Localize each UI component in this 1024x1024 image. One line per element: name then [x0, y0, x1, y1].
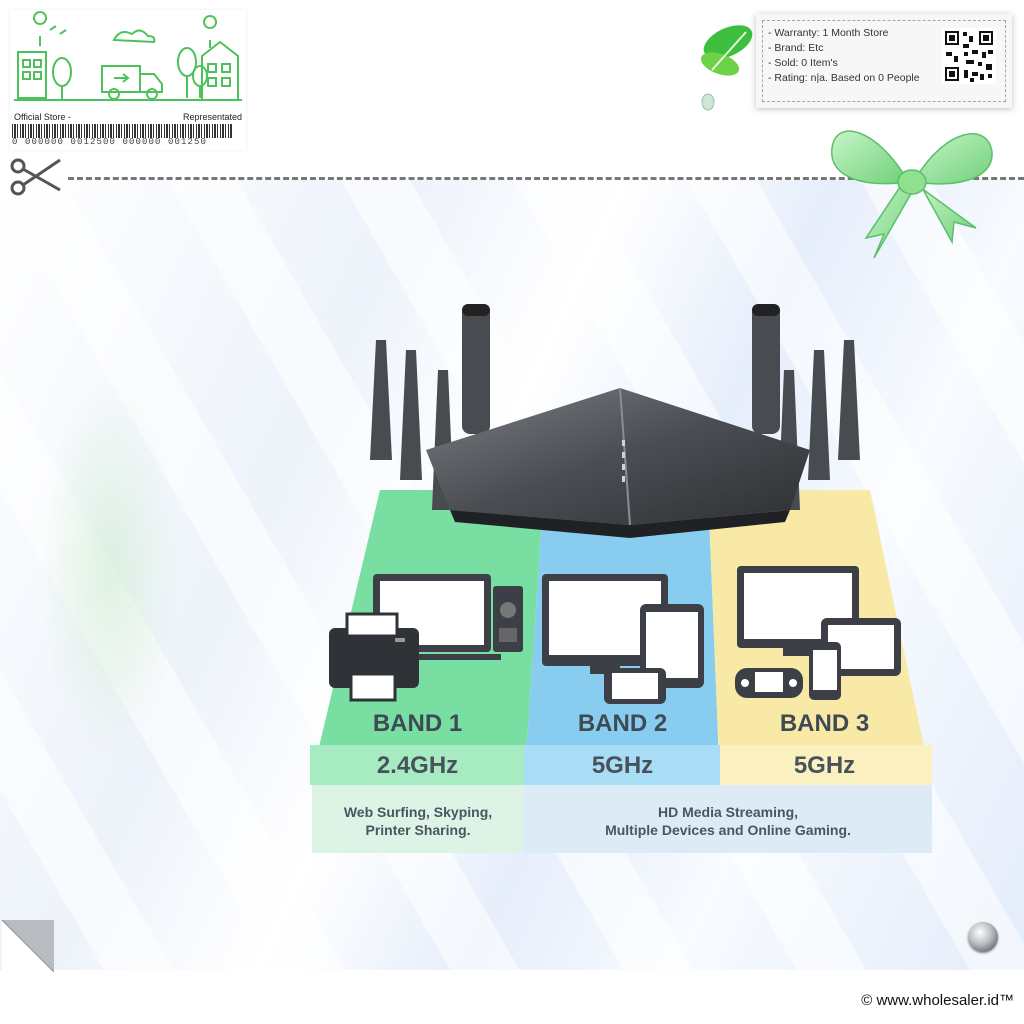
brand-text: - Brand: Etc [768, 42, 824, 54]
metal-button-icon [968, 922, 998, 952]
band2-freq-row [524, 745, 720, 785]
band2-devices [542, 574, 704, 704]
tablet-icon [640, 604, 704, 688]
band23-description: HD Media Streaming, Multiple Devices and… [524, 803, 932, 839]
barcode-number: 0 000000 0012500 000000 001250 [12, 137, 208, 147]
band3-freq-row [720, 745, 932, 785]
product-info-card: - Warranty: 1 Month Store - Brand: Etc -… [756, 14, 1012, 108]
phone-icon [809, 642, 841, 700]
leaf-icon [700, 25, 753, 111]
band3-devices [735, 566, 901, 700]
copyright-footer: © www.wholesaler.id™ [861, 992, 1014, 1009]
barcode [12, 124, 232, 138]
band1-title: BAND 1 [372, 710, 463, 737]
band1-desc-box [312, 785, 524, 853]
store-caption-left: Official Store - [14, 112, 71, 122]
band3-frequency: 5GHz [793, 752, 856, 779]
band1-devices [329, 574, 523, 702]
band2-frequency: 5GHz [591, 752, 654, 779]
band3-title: BAND 3 [779, 710, 870, 737]
page-curl-icon [2, 920, 54, 972]
band1-description: Web Surfing, Skyping, Printer Sharing. [312, 803, 524, 839]
game-console-icon [735, 668, 803, 698]
scissors-icon [10, 158, 61, 196]
router-image [370, 304, 860, 538]
qr-code-icon [942, 28, 996, 84]
band1-desc-line1: Web Surfing, Skyping, [343, 804, 493, 820]
band23-desc-line2: Multiple Devices and Online Gaming. [605, 822, 851, 838]
speaker-icon [493, 586, 523, 652]
rating-text: - Rating: n|a. Based on 0 People [768, 72, 920, 84]
warranty-text: - Warranty: 1 Month Store [768, 27, 889, 39]
phone-icon [604, 668, 666, 704]
band1-desc-line2: Printer Sharing. [365, 822, 471, 838]
band1-frequency: 2.4GHz [376, 752, 459, 779]
band1-freq-row [310, 745, 524, 785]
cut-line [68, 177, 1024, 180]
info-card-border [762, 20, 1006, 102]
monitor-icon [542, 574, 668, 674]
printer-icon [329, 612, 419, 702]
ribbon-bow-icon [831, 130, 993, 259]
sold-text: - Sold: 0 Item's [768, 57, 838, 69]
band23-desc-line1: HD Media Streaming, [657, 804, 799, 820]
store-caption-right: Representаted [182, 112, 242, 122]
city-illustration [14, 11, 242, 101]
background-glow [40, 380, 180, 760]
band2-title: BAND 2 [577, 710, 668, 737]
band23-desc-box [524, 785, 932, 853]
